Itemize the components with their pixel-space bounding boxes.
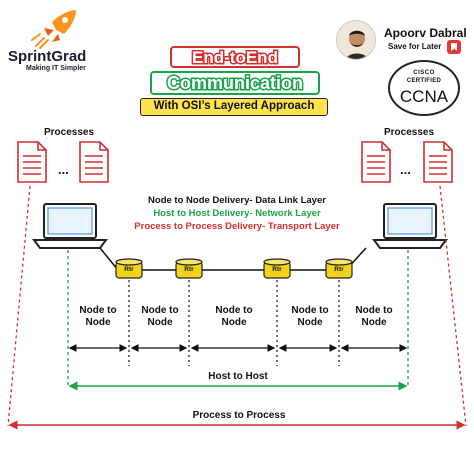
segment-label-line1: Node to [355, 305, 393, 316]
title-line1-frame [170, 46, 300, 68]
network-link [99, 247, 367, 271]
ellipsis-right: ... [400, 162, 411, 177]
subtitle: With OSI’s Layered Approach [153, 100, 315, 112]
layer-transport: Process to Process Delivery- Transport L… [134, 221, 340, 232]
processes-label-right: Processes [384, 127, 435, 138]
segment-label-line1: Node to [215, 305, 253, 316]
router-icon [325, 258, 353, 279]
laptop-icon [32, 203, 108, 249]
router-icon [175, 258, 203, 279]
segment-label-1: Node to Node [68, 305, 128, 329]
brand-tagline: Making IT Simpler [26, 65, 86, 72]
segment-label-line2: Node [221, 317, 247, 328]
host-guides [67, 250, 409, 388]
router-guides [128, 280, 340, 366]
ccna-badge [388, 60, 460, 116]
router-icon [263, 258, 291, 279]
cert-line2: CERTIFIED [406, 78, 442, 84]
router-label: Rtr [334, 266, 344, 273]
document-icon [17, 141, 47, 183]
segment-label-2: Node to Node [130, 305, 190, 329]
segment-label-3: Node to Node [204, 305, 264, 329]
layer-network: Host to Host Delivery- Network Layer [153, 208, 321, 219]
process-guides [7, 185, 467, 427]
segment-label-line2: Node [147, 317, 173, 328]
laptop-icon [372, 203, 448, 249]
router-icon [115, 258, 143, 279]
author-name: Apoorv Dabral [384, 26, 467, 40]
processes-label-left: Processes [44, 127, 95, 138]
process-to-process-label: Process to Process [184, 410, 294, 421]
segment-label-5: Node to Node [344, 305, 404, 329]
segment-label-line1: Node to [79, 305, 117, 316]
segment-label-line2: Node [85, 317, 111, 328]
title-line2-frame [150, 71, 320, 95]
bookmark-icon[interactable] [447, 40, 461, 54]
save-for-later-label[interactable]: Save for Later [388, 42, 442, 51]
ellipsis-left: ... [58, 162, 69, 177]
document-icon [361, 141, 391, 183]
avatar [336, 20, 376, 60]
segment-label-4: Node to Node [280, 305, 340, 329]
cert-line3: CCNA [399, 87, 449, 106]
segment-label-line2: Node [361, 317, 387, 328]
document-icon [423, 141, 453, 183]
host-to-host-label: Host to Host [200, 371, 276, 382]
router-label: Rtr [272, 266, 282, 273]
segment-label-line2: Node [297, 317, 323, 328]
brand-name: SprintGrad [8, 48, 87, 65]
segment-label-line1: Node to [291, 305, 329, 316]
title-line1: End-toEnd [191, 47, 280, 69]
router-label: Rtr [124, 266, 134, 273]
cert-line1: CISCO [413, 70, 435, 76]
title-line2: Communication [165, 72, 304, 95]
segment-label-line1: Node to [141, 305, 179, 316]
layer-datalink: Node to Node Delivery- Data Link Layer [148, 195, 326, 206]
subtitle-frame [140, 98, 328, 116]
router-label: Rtr [184, 266, 194, 273]
document-icon [79, 141, 109, 183]
